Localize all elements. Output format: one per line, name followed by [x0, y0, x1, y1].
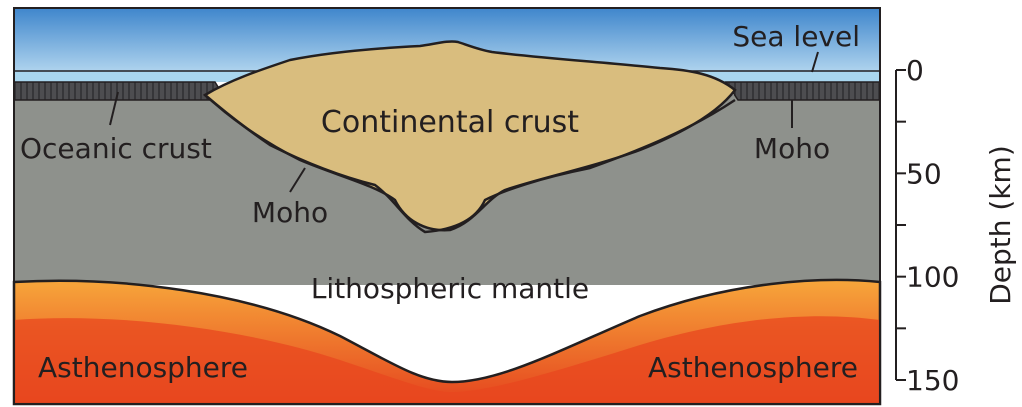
continental-crust-label: Continental crust	[321, 105, 579, 140]
depth-tick-label: 0	[906, 54, 924, 87]
moho-left-label: Moho	[252, 196, 328, 229]
oceanic-crust-left	[14, 82, 226, 100]
depth-axis: Depth (km) 0 50 100 150	[896, 54, 1017, 397]
depth-tick-label: 50	[906, 157, 942, 190]
depth-axis-title: Depth (km)	[984, 145, 1017, 305]
asthenosphere-right-label: Asthenosphere	[648, 351, 858, 384]
depth-tick-label: 150	[906, 364, 959, 397]
lithospheric-mantle-label: Lithospheric mantle	[311, 272, 589, 305]
sea-level-label: Sea level	[732, 20, 860, 53]
depth-tick-label: 100	[906, 261, 959, 294]
moho-right-label: Moho	[754, 132, 830, 165]
oceanic-crust-label: Oceanic crust	[20, 132, 212, 165]
asthenosphere-left-label: Asthenosphere	[38, 351, 248, 384]
oceanic-crust-right	[726, 82, 880, 100]
